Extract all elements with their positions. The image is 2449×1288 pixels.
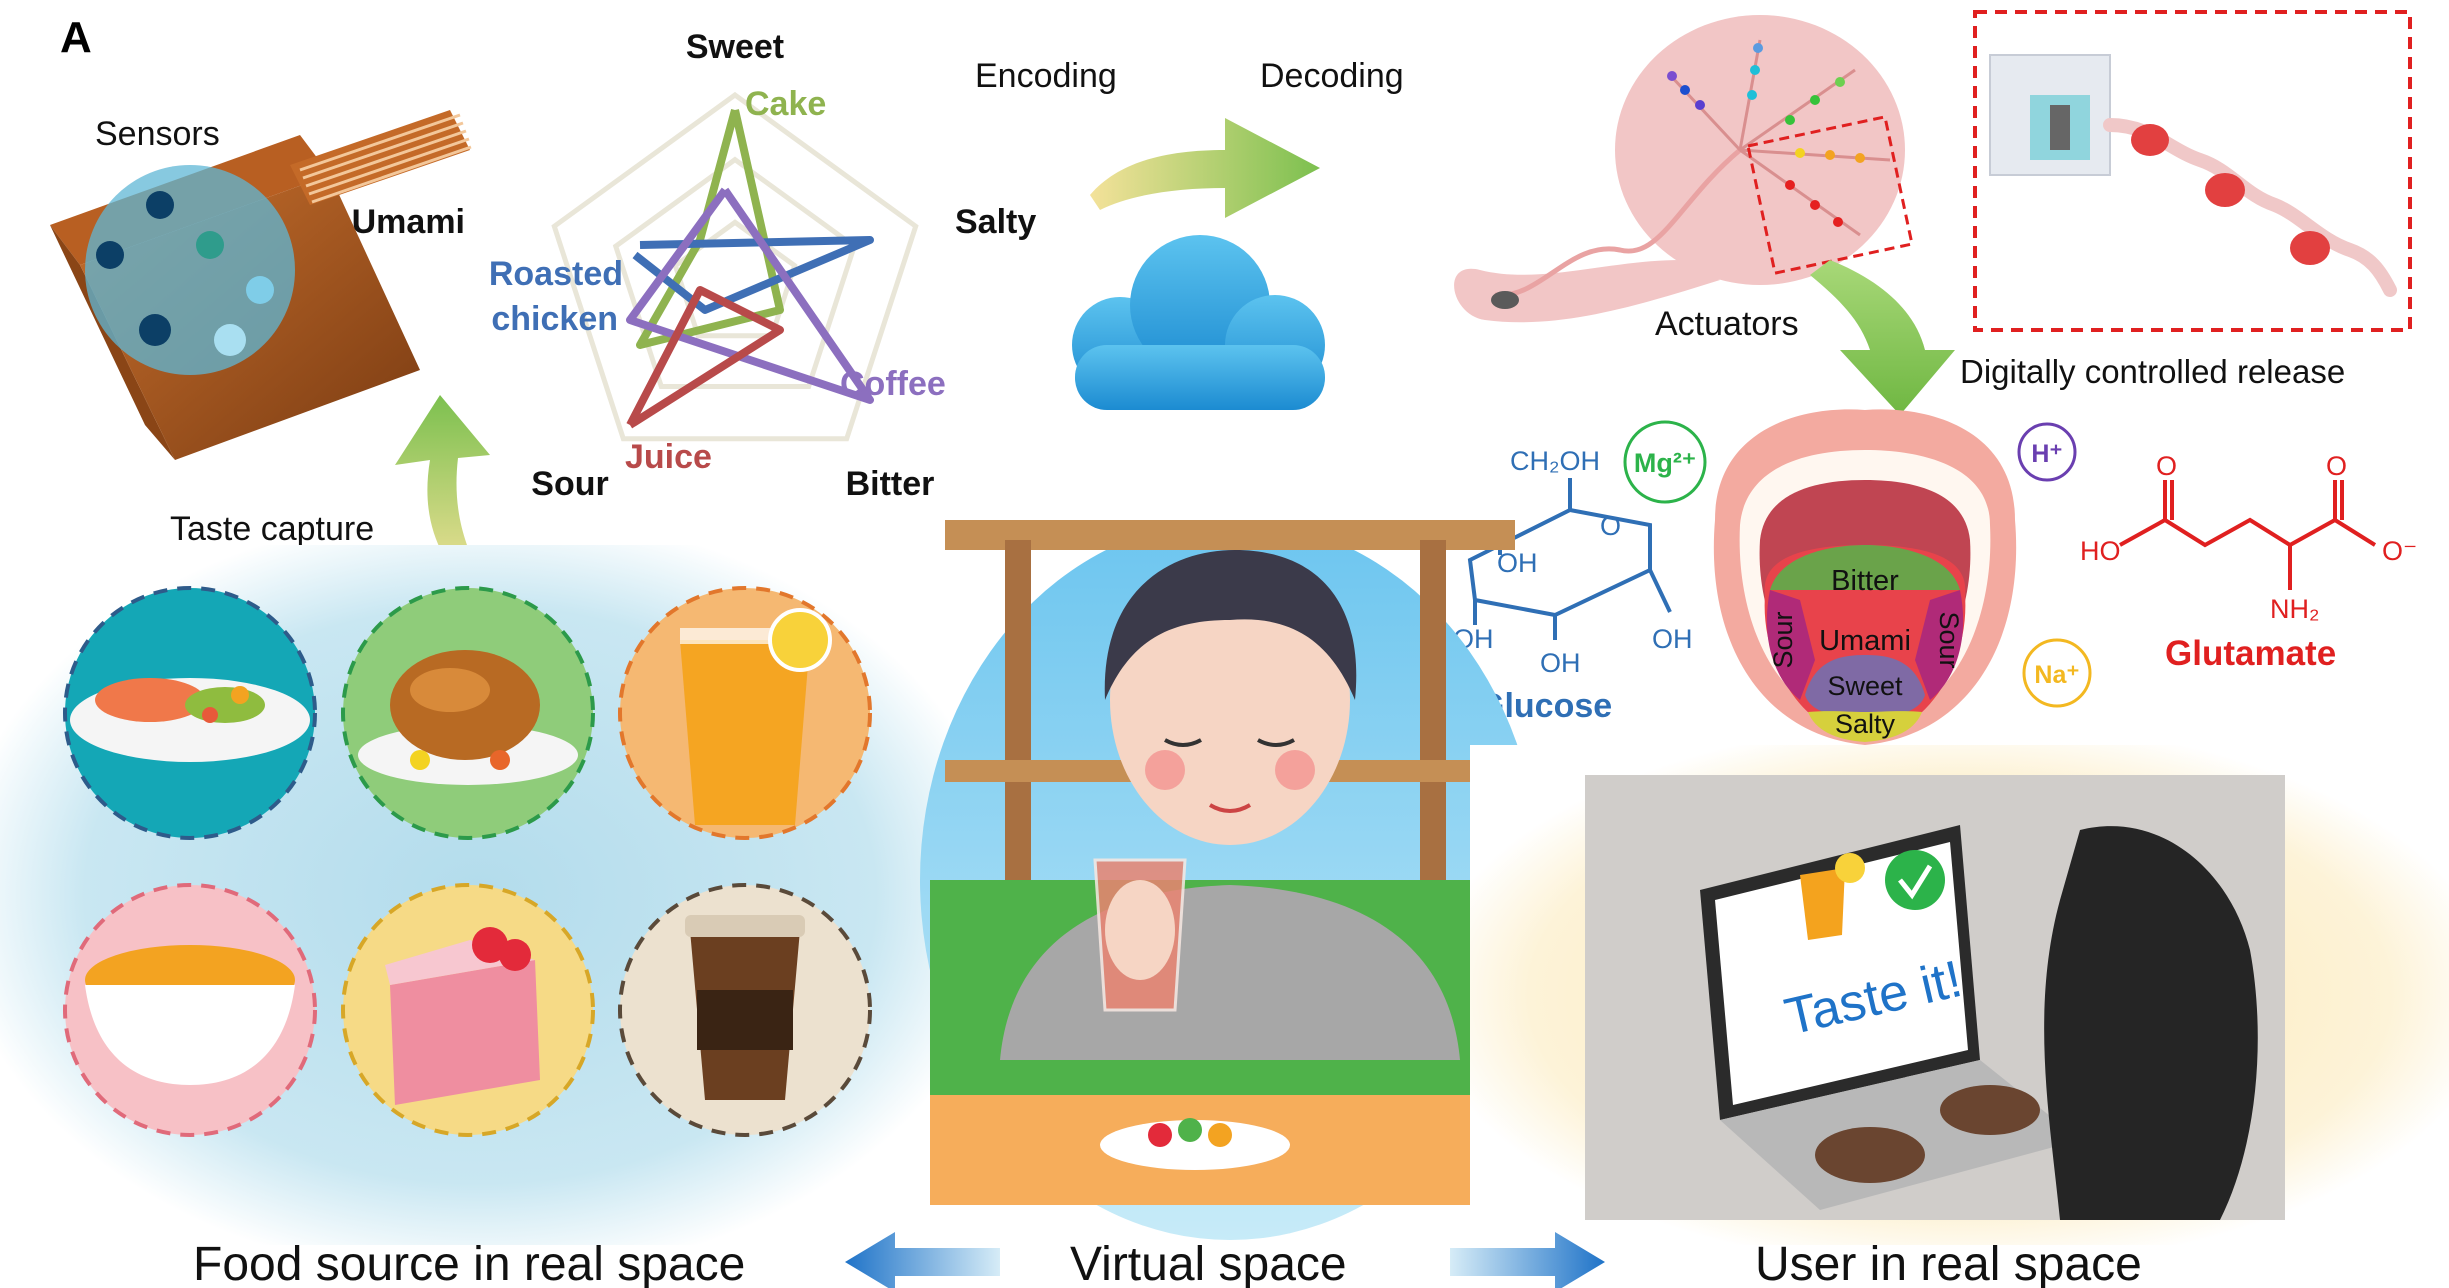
actuator-to-mouth-arrow bbox=[1810, 260, 1955, 415]
actuators-label: Actuators bbox=[1655, 305, 1799, 343]
glutamate-label: Glutamate bbox=[2165, 634, 2336, 673]
release-zoom-box bbox=[1973, 10, 2412, 332]
encoding-arrow bbox=[1090, 118, 1320, 218]
label-user-real-space: User in real space bbox=[1755, 1238, 2142, 1288]
label-food-source: Food source in real space bbox=[193, 1238, 745, 1288]
radar-series-label: Roasted bbox=[489, 255, 623, 293]
encoding-label: Encoding bbox=[975, 57, 1117, 95]
glutamate-structure bbox=[2119, 480, 2377, 590]
mouth-tongue bbox=[1713, 409, 2017, 745]
h-ion-circle bbox=[2017, 422, 2077, 482]
h-ion: H⁺ bbox=[2031, 440, 2062, 468]
na-ion-circle bbox=[2022, 638, 2092, 708]
radar-axis-label: Sweet bbox=[686, 28, 784, 66]
glutamate-o-1: O bbox=[2156, 451, 2177, 481]
glucose-oh-1: OH bbox=[1497, 548, 1538, 578]
glucose-o: O bbox=[1600, 511, 1621, 541]
glucose-structure bbox=[1467, 478, 1672, 640]
glucose-oh-3: OH bbox=[1540, 648, 1581, 678]
arrow-to-food bbox=[845, 1232, 1000, 1288]
arrow-to-user bbox=[1450, 1232, 1605, 1288]
tongue-sour-left: Sour bbox=[1768, 611, 1798, 668]
taste-capture-label: Taste capture bbox=[170, 510, 374, 548]
glutamate-o-2: O bbox=[2326, 451, 2347, 481]
radar-grid-ring bbox=[551, 91, 919, 442]
tongue-salty: Salty bbox=[1835, 709, 1896, 739]
radar-axis-label: Bitter bbox=[846, 465, 935, 503]
radar-axis-label: Umami bbox=[352, 203, 465, 241]
radar-series-line bbox=[626, 286, 784, 429]
radar-axis-label: Salty bbox=[955, 203, 1036, 241]
tongue-sweet: Sweet bbox=[1827, 671, 1903, 701]
radar-series-label: Juice bbox=[625, 438, 712, 476]
radar-series-label: Cake bbox=[745, 85, 826, 123]
radar-series-label: Coffee bbox=[840, 365, 946, 403]
glutamate-o-minus: O⁻ bbox=[2382, 536, 2417, 566]
food-salmon-plate bbox=[63, 586, 317, 840]
mg-ion: Mg²⁺ bbox=[1634, 448, 1696, 478]
food-cake-slice bbox=[341, 883, 595, 1137]
laptop-photo bbox=[1585, 775, 2285, 1220]
glutamate-ho: HO bbox=[2080, 536, 2121, 566]
tongue-sour-right: Sour bbox=[1934, 611, 1964, 668]
decoding-label: Decoding bbox=[1260, 57, 1404, 95]
sensor-chip bbox=[50, 110, 472, 460]
na-ion: Na⁺ bbox=[2034, 661, 2079, 689]
food-orange-juice bbox=[618, 586, 872, 840]
radar-series-line bbox=[626, 187, 874, 404]
radar-axis-label: Sour bbox=[531, 465, 608, 503]
food-coffee-cup bbox=[618, 883, 872, 1137]
tongue-bitter: Bitter bbox=[1831, 565, 1899, 597]
label-virtual-space: Virtual space bbox=[1070, 1238, 1347, 1288]
food-soup-bowl bbox=[63, 883, 317, 1137]
glucose-ch2oh: CH₂OH bbox=[1510, 446, 1600, 476]
actuator-device bbox=[1454, 15, 1914, 323]
release-label: Digitally controlled release bbox=[1960, 353, 2345, 390]
food-roasted-chicken bbox=[341, 586, 595, 840]
glucose-oh-4: OH bbox=[1652, 624, 1693, 654]
taste-capture-arrow bbox=[395, 395, 490, 590]
sensors-label: Sensors bbox=[95, 115, 220, 153]
tongue-umami: Umami bbox=[1819, 625, 1911, 657]
cloud-icon bbox=[1072, 235, 1325, 410]
mg-ion-circle bbox=[1623, 420, 1707, 504]
panel-label: A bbox=[60, 13, 92, 62]
radar-series-label: chicken bbox=[491, 300, 618, 338]
glutamate-nh2: NH₂ bbox=[2270, 594, 2319, 624]
virtual-space-scene bbox=[920, 520, 1540, 1240]
radar-grid-ring bbox=[612, 156, 858, 389]
